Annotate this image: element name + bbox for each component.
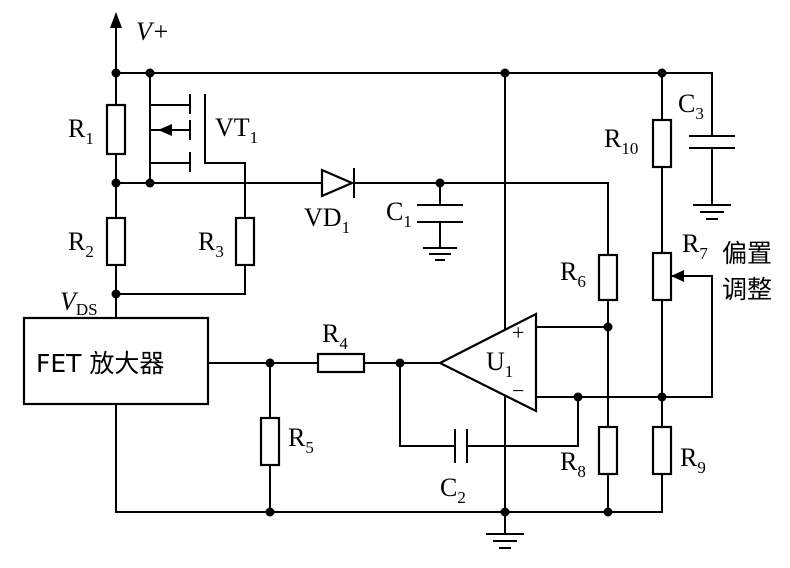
r9-label: R9 [680, 443, 706, 477]
vd1-label: VD1 [304, 203, 350, 237]
fet-amplifier-block [22, 316, 210, 406]
r3-label: R3 [198, 227, 224, 261]
bias-label-line2: 调整 [722, 275, 772, 304]
capacitor-c1 [417, 204, 463, 223]
r10-label: R10 [604, 124, 638, 158]
wires [115, 21, 713, 535]
c3-label: C3 [678, 89, 704, 123]
resistor-r9 [651, 425, 673, 476]
u1-label: U1 [486, 347, 513, 381]
junction-dots [111, 68, 667, 517]
r7-label: R7 [682, 229, 708, 263]
ground-main-icon [486, 533, 524, 549]
resistor-r5 [259, 416, 281, 467]
resistor-r2 [105, 216, 127, 267]
capacitor-c2 [454, 429, 468, 463]
ground-c1-icon [423, 247, 457, 261]
r5-label: R5 [288, 423, 314, 457]
opamp-u1 [437, 312, 538, 413]
vt1-label: VT1 [215, 113, 258, 147]
resistor-r10 [651, 118, 673, 169]
capacitor-c3 [689, 135, 735, 149]
r8-label: R8 [560, 447, 586, 481]
opamp-plus-label: + [512, 320, 524, 345]
c2-label: C2 [440, 473, 466, 507]
r4-label: R4 [322, 319, 348, 353]
vplus-label: V+ [136, 17, 169, 46]
supply-arrow-icon [110, 12, 122, 28]
resistor-r4 [316, 352, 366, 374]
fet-block-label: FET 放大器 [36, 349, 164, 378]
potentiometer-wiper-icon [671, 270, 713, 282]
resistor-r7 [651, 251, 673, 302]
r2-label: R2 [68, 227, 94, 261]
resistor-r1 [105, 103, 127, 156]
resistor-r6 [597, 253, 619, 302]
bias-label-line1: 偏置 [722, 239, 772, 268]
r1-label: R1 [68, 114, 94, 148]
diode-vd1 [320, 168, 355, 198]
resistor-r8 [597, 425, 619, 476]
ground-c3-icon [693, 204, 731, 220]
vds-label: VDS [60, 287, 98, 319]
opamp-minus-label: − [512, 378, 524, 403]
resistor-r3 [234, 216, 256, 267]
mosfet-arrow-icon [158, 124, 172, 136]
c1-label: C1 [386, 197, 412, 231]
r6-label: R6 [560, 257, 586, 291]
